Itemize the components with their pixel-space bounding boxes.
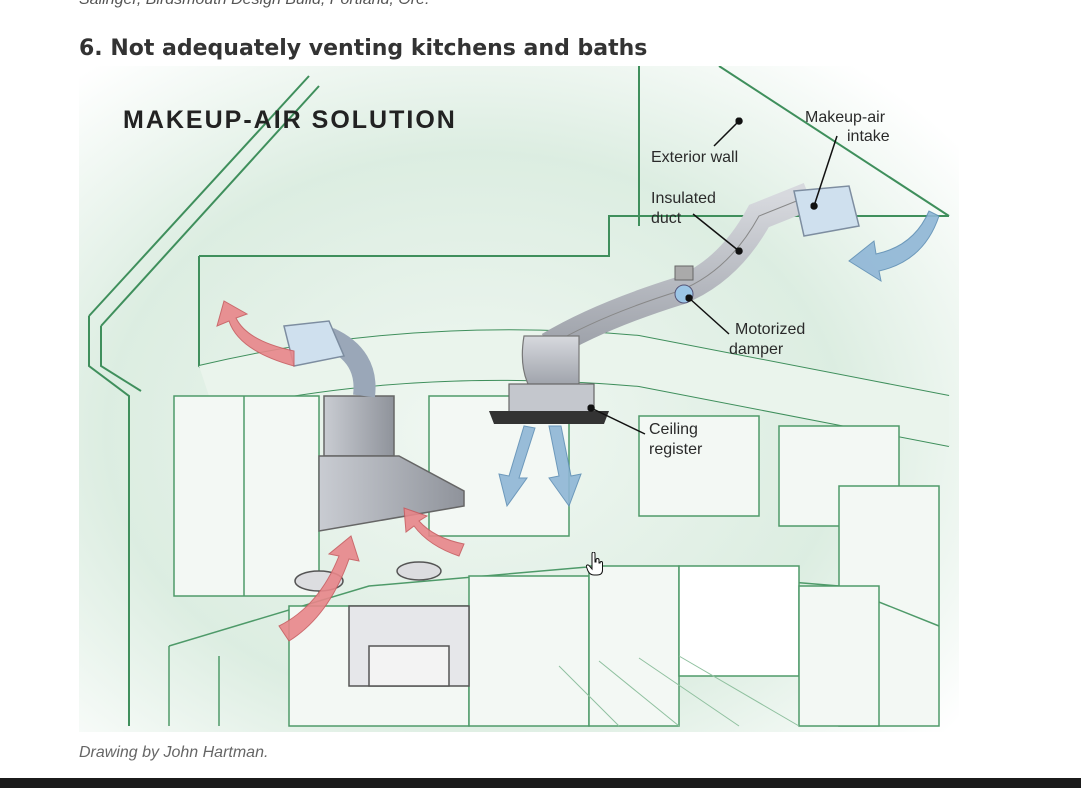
label-makeup-air-line1: Makeup-air [805, 109, 886, 126]
makeup-air-illustration: MAKEUP-AIR SOLUTION Exterior wall Makeup… [79, 66, 959, 732]
section-heading: 6. Not adequately venting kitchens and b… [79, 36, 648, 61]
label-ceiling-line1: Ceiling [649, 421, 698, 438]
kitchen-cabinets [168, 395, 940, 727]
floor-planks [558, 655, 800, 727]
bottom-bar [0, 778, 1081, 788]
label-motorized-line1: Motorized [735, 321, 805, 338]
label-insulated-line1: Insulated [651, 190, 716, 207]
figure-caption: Drawing by John Hartman. [79, 744, 269, 761]
illustration-title: MAKEUP-AIR SOLUTION [123, 106, 457, 134]
label-leaders [587, 117, 838, 435]
previous-caption-fragment: Salinger, Birdsmouth Design Build, Portl… [79, 0, 429, 9]
supply-airflow-arrows [498, 210, 940, 508]
label-ceiling-line2: register [649, 441, 703, 458]
label-makeup-air-line2: intake [847, 128, 890, 145]
label-insulated-line2: duct [651, 210, 682, 227]
label-motorized-line2: damper [729, 341, 784, 358]
makeup-air-duct [489, 183, 860, 424]
hand-pointer-cursor-icon [586, 552, 603, 576]
range-hood [318, 395, 465, 532]
exhaust-airflow-arrows [216, 300, 465, 642]
label-exterior-wall: Exterior wall [651, 149, 738, 166]
ceiling-slab [199, 330, 949, 446]
range-stove [294, 561, 470, 687]
